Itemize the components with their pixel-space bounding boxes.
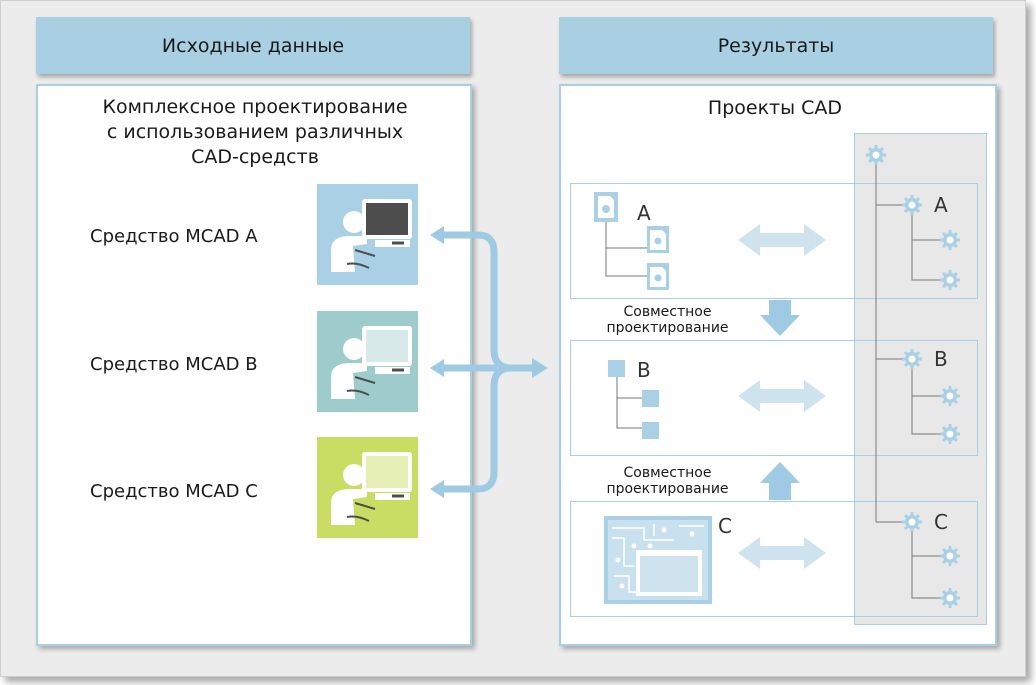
tool-label-b: Средство MCAD B	[90, 354, 258, 375]
tool-tile-c	[317, 437, 418, 538]
gear-icon	[900, 193, 924, 217]
inputs-header: Исходные данные	[36, 17, 470, 74]
row-box-c	[570, 501, 978, 617]
gear-icon	[938, 268, 962, 292]
row-a-letter: A	[637, 201, 651, 225]
gear-icon	[938, 384, 962, 408]
row-a-file-tree	[594, 192, 669, 290]
inputs-header-label: Исходные данные	[161, 34, 345, 57]
user-computer-icon	[331, 199, 412, 272]
row-box-a	[570, 183, 978, 299]
row-b-file-tree	[608, 360, 659, 439]
tool-label-c: Средство MCAD C	[90, 481, 258, 502]
row-c-pcb-image	[604, 516, 712, 604]
gear-icon	[900, 510, 924, 534]
collab-label-1: Совместное проектирование	[580, 304, 755, 336]
row-box-b	[570, 340, 978, 456]
results-header-label: Результаты	[717, 34, 835, 57]
tool-label-a: Средство MCAD A	[90, 226, 258, 247]
collab-label-2: Совместное проектирование	[580, 465, 755, 497]
collab-2-line-1: Совместное	[623, 465, 712, 481]
tree-letter-c: C	[934, 510, 948, 534]
row-b-letter: B	[637, 358, 651, 382]
tool-tile-b	[317, 311, 418, 412]
collab-2-line-2: проектирование	[606, 481, 729, 497]
row-c-letter: C	[718, 514, 732, 538]
tree-letter-b: B	[934, 347, 948, 371]
gear-icon	[864, 143, 888, 167]
gear-icon	[900, 347, 924, 371]
collab-1-line-1: Совместное	[623, 304, 712, 320]
description-line-1: Комплексное проектирование	[102, 96, 408, 118]
results-header: Результаты	[559, 17, 993, 74]
collab-1-line-2: проектирование	[606, 320, 729, 336]
results-title: Проекты CAD	[707, 97, 843, 119]
gear-icon	[938, 228, 962, 252]
gear-icon	[938, 586, 962, 610]
gear-icon	[938, 544, 962, 568]
description-line-2: с использованием различных	[106, 121, 404, 143]
description-line-3: CAD-средств	[191, 146, 319, 168]
user-computer-icon	[331, 326, 412, 399]
tree-letter-a: A	[934, 193, 948, 217]
user-computer-icon	[331, 452, 412, 525]
tool-tile-a	[317, 184, 418, 285]
inputs-description: Комплексное проектирование с использован…	[60, 95, 450, 170]
gear-icon	[938, 422, 962, 446]
